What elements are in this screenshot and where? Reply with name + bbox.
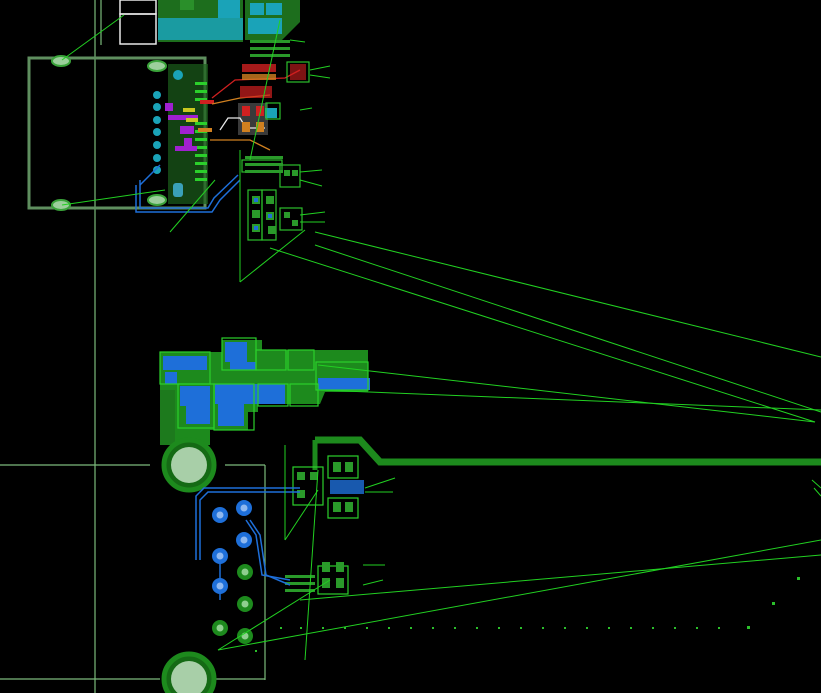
via-pads[interactable] (212, 500, 253, 644)
ratsnest (61, 14, 821, 661)
smd-components-top[interactable] (238, 64, 306, 135)
silkscreen-outline (119, 0, 157, 45)
trace-dot-pattern (380, 460, 821, 464)
connector-footprint[interactable] (27, 55, 207, 211)
via-bottom (254, 198, 272, 230)
ic-footprint[interactable] (285, 455, 364, 595)
connector-pins[interactable] (153, 64, 214, 204)
through-hole-pad[interactable] (161, 437, 217, 693)
mounting-hole-icon (51, 55, 167, 211)
footprint-pads[interactable] (241, 61, 310, 241)
footprint-outline-power[interactable] (159, 337, 369, 431)
grid-dots (255, 577, 800, 652)
copper-pour-top (158, 0, 300, 42)
trace-bottom-layer (135, 164, 241, 213)
copper-pour-power (160, 340, 370, 445)
power-trace (312, 436, 821, 470)
